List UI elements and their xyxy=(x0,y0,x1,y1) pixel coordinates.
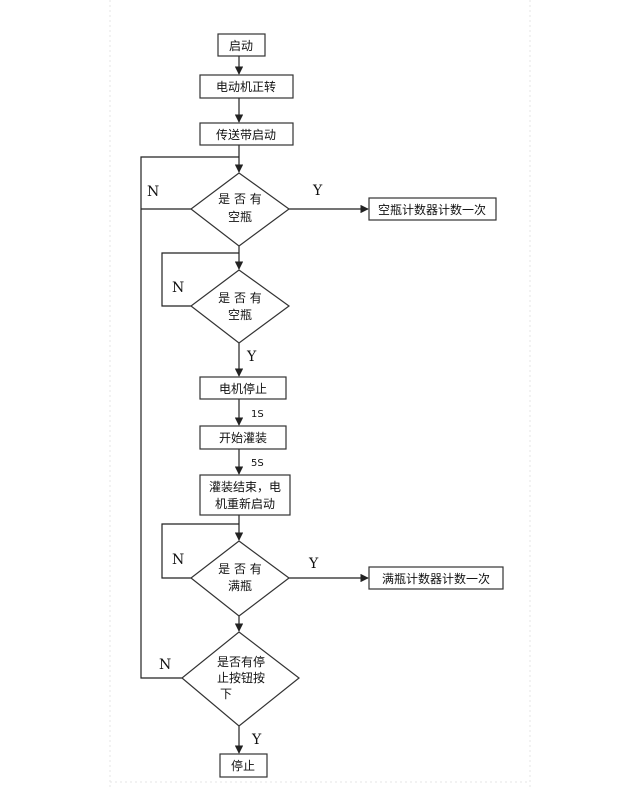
label-stopcheck-no: N xyxy=(159,657,171,673)
label-checkfull-yes: Y xyxy=(308,556,319,572)
loop-checkfull-no xyxy=(161,523,239,579)
motor-stop-node: 电机停止 xyxy=(199,376,287,400)
svg-text:是 否 有: 是 否 有 xyxy=(218,562,262,576)
label-check2-yes: Y xyxy=(246,349,257,365)
conveyor-start-node: 传送带启动 xyxy=(199,122,294,146)
full-counter-node: 满瓶计数器计数一次 xyxy=(368,566,504,590)
empty-counter-node: 空瓶计数器计数一次 xyxy=(368,197,497,221)
svg-text:是 否 有: 是 否 有 xyxy=(218,192,262,206)
label-check1-no: N xyxy=(147,184,159,200)
check-full-decision: 是 否 有 满瓶 xyxy=(190,540,291,617)
svg-text:下: 下 xyxy=(220,687,232,701)
check-empty-2-decision: 是 否 有 空瓶 xyxy=(190,269,291,344)
svg-text:电动机正转: 电动机正转 xyxy=(216,79,276,94)
svg-text:启动: 启动 xyxy=(229,39,253,53)
check-stop-button-decision: 是否有停 止按钮按 下 xyxy=(181,631,300,727)
svg-text:满瓶计数器计数一次: 满瓶计数器计数一次 xyxy=(382,571,490,586)
stop-node: 停止 xyxy=(219,753,268,778)
motor-forward-node: 电动机正转 xyxy=(199,74,294,99)
svg-text:电机停止: 电机停止 xyxy=(219,381,267,396)
loop-check2-no xyxy=(161,252,239,307)
loop-stop-check-no xyxy=(140,156,239,679)
svg-text:传送带启动: 传送带启动 xyxy=(216,127,276,142)
label-delay-1s: 1S xyxy=(251,409,264,420)
svg-text:止按钮按: 止按钮按 xyxy=(217,670,265,685)
svg-text:灌装结束，电: 灌装结束，电 xyxy=(209,480,281,494)
svg-text:空瓶: 空瓶 xyxy=(228,210,252,224)
start-node: 启动 xyxy=(217,33,266,57)
svg-text:开始灌装: 开始灌装 xyxy=(219,431,267,445)
label-delay-5s: 5S xyxy=(251,458,264,469)
label-checkfull-no: N xyxy=(172,552,184,568)
start-filling-node: 开始灌装 xyxy=(199,425,287,450)
filling-done-node: 灌装结束，电 机重新启动 xyxy=(199,474,291,516)
svg-text:空瓶: 空瓶 xyxy=(228,308,252,322)
svg-text:满瓶: 满瓶 xyxy=(228,579,252,593)
label-check2-no: N xyxy=(172,280,184,296)
label-check1-yes: Y xyxy=(312,183,323,199)
svg-text:停止: 停止 xyxy=(231,758,255,773)
svg-text:空瓶计数器计数一次: 空瓶计数器计数一次 xyxy=(378,202,486,217)
svg-text:是否有停: 是否有停 xyxy=(217,654,265,669)
svg-text:是 否 有: 是 否 有 xyxy=(218,291,262,305)
check-empty-1-decision: 是 否 有 空瓶 xyxy=(190,172,291,247)
label-stopcheck-yes: Y xyxy=(251,732,262,748)
svg-text:机重新启动: 机重新启动 xyxy=(215,496,275,511)
